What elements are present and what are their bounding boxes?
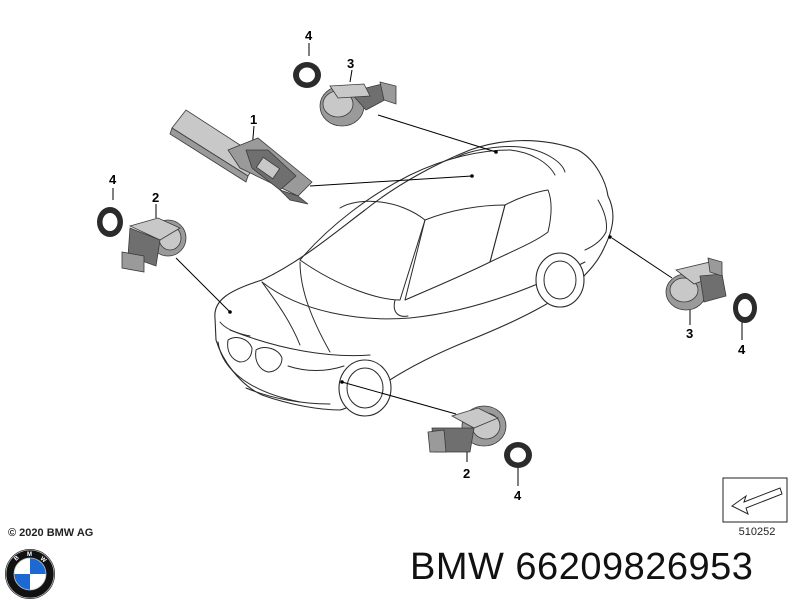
callout-3-right: 3: [686, 326, 693, 341]
callout-2-left: 2: [152, 190, 159, 205]
callout-4-left: 4: [109, 172, 117, 187]
ring-part-4-top: [293, 62, 321, 88]
callout-2-bottom: 2: [463, 466, 470, 481]
callout-1: 1: [250, 112, 257, 127]
callout-3-top: 3: [347, 56, 354, 71]
callout-4-right: 4: [738, 342, 746, 357]
sensor-part-3-right: [665, 257, 727, 311]
sensor-part-2-bottom: [427, 405, 507, 453]
logo-letter-b: B: [13, 555, 21, 563]
car-outline: [214, 140, 614, 417]
diagram-stamp-box: [722, 477, 788, 523]
ring-part-4-right: [733, 293, 757, 323]
leader-lines: [112, 43, 743, 486]
logo-letter-w: W: [39, 556, 47, 564]
arrow-icon: [731, 487, 783, 515]
logo-letter-m: M: [27, 552, 32, 558]
sensor-part-2-left: [121, 217, 187, 273]
ring-part-4-bottom: [504, 442, 532, 468]
callout-4-top: 4: [305, 28, 313, 43]
bmw-logo: B M W: [5, 549, 55, 599]
part-number-caption: BMW 66209826953: [410, 546, 754, 588]
diagram-number: 510252: [738, 526, 776, 538]
copyright-text: © 2020 BMW AG: [8, 527, 94, 539]
control-unit-part-1: [169, 109, 313, 205]
ring-part-4-left: [97, 207, 123, 237]
sensor-part-3-top: [319, 81, 397, 127]
callout-4-bottom: 4: [514, 488, 522, 503]
